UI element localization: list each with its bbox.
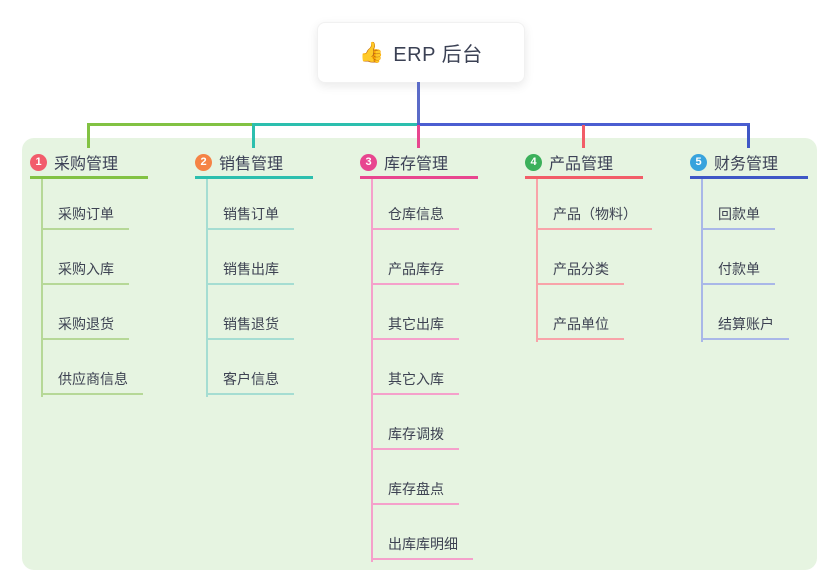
- branch-node-2[interactable]: 2 销售管理: [195, 148, 313, 179]
- child-node-label: 采购入库: [58, 261, 114, 277]
- child-node-label: 出库库明细: [388, 536, 458, 552]
- bus-line-segment-green: [87, 123, 252, 126]
- child-node[interactable]: 采购入库: [41, 257, 129, 285]
- branch-index-badge: 2: [195, 153, 212, 171]
- root-connector-line: [417, 82, 420, 126]
- child-node-label: 库存调拨: [388, 426, 444, 442]
- branch-node-label: 产品管理: [549, 156, 614, 173]
- child-node[interactable]: 产品（物料）: [536, 202, 652, 230]
- branch-drop-line-4: [582, 125, 585, 148]
- thumbs-up-icon: 👍: [359, 41, 385, 64]
- child-node[interactable]: 付款单: [701, 257, 775, 285]
- branch-index-badge: 3: [360, 153, 377, 171]
- child-node[interactable]: 库存调拨: [371, 422, 459, 450]
- child-node[interactable]: 库存盘点: [371, 477, 459, 505]
- branch-node-5[interactable]: 5 财务管理: [690, 148, 808, 179]
- child-node-label: 销售订单: [223, 206, 279, 222]
- child-node-label: 客户信息: [223, 371, 279, 387]
- branch-index-badge: 4: [525, 153, 542, 171]
- bus-line-segment-blue: [417, 123, 750, 126]
- branch-drop-line-5: [747, 125, 750, 148]
- child-trunk-line-2: [206, 177, 208, 397]
- branch-node-label: 销售管理: [219, 156, 284, 173]
- child-node-label: 仓库信息: [388, 206, 444, 222]
- branch-node-1[interactable]: 1 采购管理: [30, 148, 148, 179]
- child-node[interactable]: 销售退货: [206, 312, 294, 340]
- child-trunk-line-1: [41, 177, 43, 397]
- child-node[interactable]: 采购退货: [41, 312, 129, 340]
- branch-drop-line-2: [252, 125, 255, 148]
- child-node-label: 销售出库: [223, 261, 279, 277]
- child-node[interactable]: 其它入库: [371, 367, 459, 395]
- map-background: [22, 138, 817, 570]
- root-node-label: ERP 后台: [393, 44, 483, 66]
- child-node[interactable]: 销售订单: [206, 202, 294, 230]
- branch-node-label: 财务管理: [714, 156, 779, 173]
- child-node[interactable]: 结算账户: [701, 312, 789, 340]
- child-node[interactable]: 产品单位: [536, 312, 624, 340]
- child-node[interactable]: 供应商信息: [41, 367, 143, 395]
- bus-line-segment-teal: [252, 123, 417, 126]
- branch-index-badge: 5: [690, 153, 707, 171]
- child-node[interactable]: 其它出库: [371, 312, 459, 340]
- child-node-label: 销售退货: [223, 316, 279, 332]
- child-node[interactable]: 产品库存: [371, 257, 459, 285]
- child-node-label: 其它出库: [388, 316, 444, 332]
- child-node-label: 采购退货: [58, 316, 114, 332]
- branch-node-label: 库存管理: [384, 156, 449, 173]
- child-node-label: 产品单位: [553, 316, 609, 332]
- child-node-label: 付款单: [718, 261, 760, 277]
- child-trunk-line-3: [371, 177, 373, 562]
- child-node-label: 产品（物料）: [553, 206, 637, 222]
- child-node[interactable]: 销售出库: [206, 257, 294, 285]
- child-node[interactable]: 产品分类: [536, 257, 624, 285]
- branch-node-4[interactable]: 4 产品管理: [525, 148, 643, 179]
- branch-drop-line-3: [417, 125, 420, 148]
- child-node-label: 产品分类: [553, 261, 609, 277]
- child-node-label: 库存盘点: [388, 481, 444, 497]
- child-node-label: 采购订单: [58, 206, 114, 222]
- child-node-label: 产品库存: [388, 261, 444, 277]
- child-node[interactable]: 客户信息: [206, 367, 294, 395]
- child-node-label: 结算账户: [718, 316, 774, 332]
- branch-drop-line-1: [87, 125, 90, 148]
- child-trunk-line-4: [536, 177, 538, 342]
- child-node-label: 供应商信息: [58, 371, 128, 387]
- child-node[interactable]: 出库库明细: [371, 532, 473, 560]
- child-node-label: 回款单: [718, 206, 760, 222]
- child-node[interactable]: 仓库信息: [371, 202, 459, 230]
- child-trunk-line-5: [701, 177, 703, 342]
- branch-index-badge: 1: [30, 153, 47, 171]
- branch-node-label: 采购管理: [54, 156, 119, 173]
- branch-node-3[interactable]: 3 库存管理: [360, 148, 478, 179]
- child-node[interactable]: 回款单: [701, 202, 775, 230]
- root-node[interactable]: 👍 ERP 后台: [317, 22, 525, 83]
- child-node-label: 其它入库: [388, 371, 444, 387]
- child-node[interactable]: 采购订单: [41, 202, 129, 230]
